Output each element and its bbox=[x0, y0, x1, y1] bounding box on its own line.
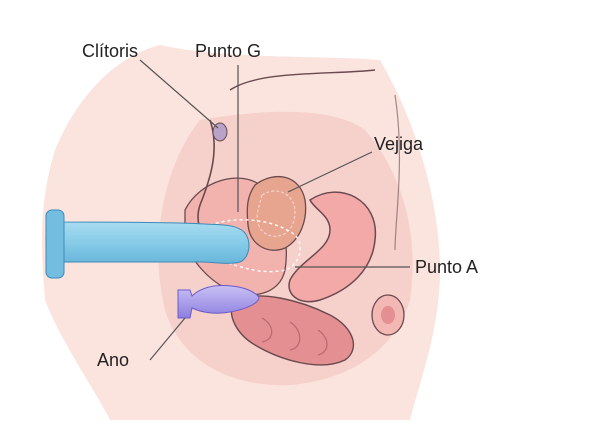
back-line bbox=[394, 94, 401, 251]
uterus bbox=[288, 191, 377, 303]
label-clitoris: Clítoris bbox=[82, 41, 138, 61]
rectum bbox=[230, 295, 355, 366]
leader-clitoris bbox=[139, 59, 219, 129]
sacrum-bone-inner bbox=[381, 306, 395, 324]
label-ano: Ano bbox=[97, 350, 129, 370]
dildo-inner-outline bbox=[209, 219, 301, 273]
intestine-folds bbox=[261, 317, 328, 356]
clitoris bbox=[212, 122, 228, 142]
butt-plug bbox=[177, 285, 260, 319]
label-vejiga: Vejiga bbox=[374, 134, 424, 154]
label-punto-g: Punto G bbox=[195, 41, 261, 61]
leader-vejiga bbox=[287, 151, 373, 193]
label-punto-a: Punto A bbox=[415, 257, 478, 277]
abdomen-line bbox=[229, 69, 376, 91]
leader-ano bbox=[149, 317, 186, 361]
dildo-base bbox=[45, 209, 65, 279]
